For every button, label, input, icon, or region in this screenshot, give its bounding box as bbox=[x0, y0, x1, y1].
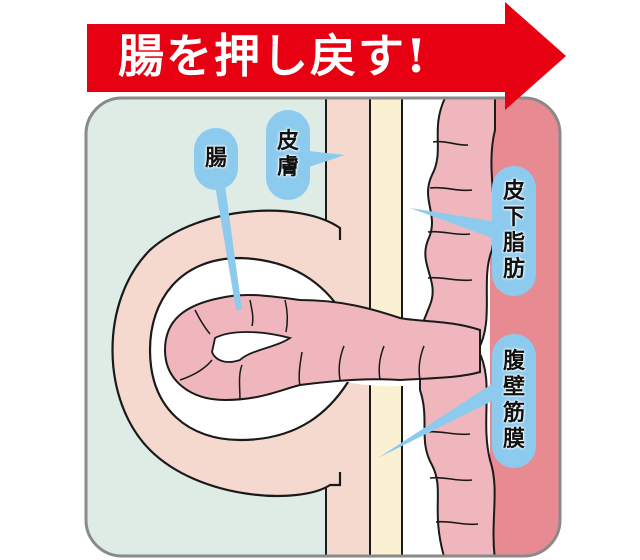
right-arrow-icon bbox=[87, 2, 566, 110]
label-abdominal-fascia: 腹 壁 筋 膜 bbox=[492, 334, 536, 468]
banner-title: 腸を押し戻す! bbox=[118, 29, 429, 83]
leader-skin bbox=[300, 150, 345, 170]
label-char: 皮 bbox=[502, 179, 525, 204]
label-char: 膜 bbox=[502, 427, 525, 452]
label-intestine: 腸 bbox=[194, 128, 238, 190]
leader-fat bbox=[410, 208, 498, 240]
label-char: 壁 bbox=[502, 375, 525, 400]
panel bbox=[86, 98, 560, 556]
leader-intestine bbox=[215, 185, 242, 310]
panel-border bbox=[84, 96, 562, 558]
label-char: 膚 bbox=[276, 155, 299, 180]
label-char: 腹 bbox=[502, 349, 525, 374]
loop-hole bbox=[211, 331, 293, 363]
label-char: 下 bbox=[502, 205, 525, 230]
label-char: 肪 bbox=[502, 257, 525, 282]
label-char: 脂 bbox=[502, 231, 525, 256]
loop-folds bbox=[179, 299, 425, 401]
label-skin: 皮 膚 bbox=[266, 110, 310, 200]
leader-fascia bbox=[378, 380, 498, 458]
abdominal-wall-region bbox=[488, 98, 560, 556]
label-char: 腸 bbox=[204, 146, 227, 171]
herniated-intestine bbox=[163, 293, 481, 402]
leader-lines bbox=[215, 150, 498, 458]
label-char: 筋 bbox=[502, 401, 525, 426]
label-char: 皮 bbox=[276, 129, 299, 154]
label-subcutaneous-fat: 皮 下 脂 肪 bbox=[492, 166, 536, 296]
